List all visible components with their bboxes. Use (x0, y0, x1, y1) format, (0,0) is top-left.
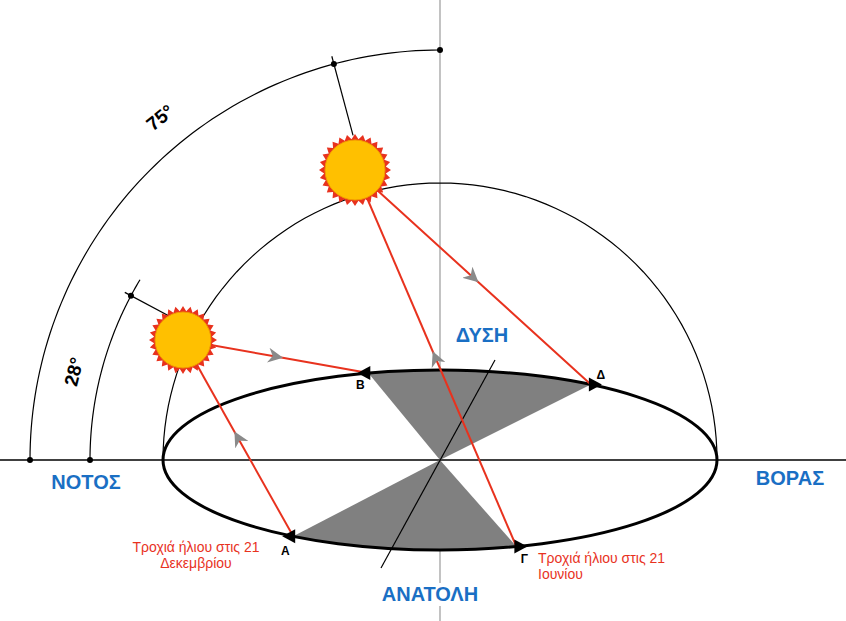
sun-symbol (149, 306, 217, 374)
direction-label: ΑΝΑΤΟΛΗ (379, 583, 481, 606)
sun-rays (149, 306, 217, 374)
point-label: Β (356, 379, 365, 393)
direction-label: ΒΟΡΑΣ (753, 467, 827, 490)
tick-dot (437, 47, 443, 53)
tick-dot (331, 61, 337, 67)
angle-label: 75° (142, 100, 178, 135)
sunrise-ray-winter (183, 340, 293, 536)
tick-dot (87, 457, 93, 463)
sun-disc (155, 312, 211, 368)
sunrise-wedge (293, 460, 516, 550)
direction-label: ΔΥΣΗ (453, 324, 511, 347)
direction-arrowhead (357, 366, 370, 380)
sunrise-ray-summer (355, 170, 516, 547)
point-label: Δ (597, 369, 606, 383)
sun-rays (319, 134, 391, 206)
direction-arrowhead (282, 529, 295, 543)
east-west-line (381, 360, 495, 568)
sunset-ray-summer (355, 170, 591, 385)
point-label: Γ (521, 553, 528, 567)
angle-arc-28 (90, 280, 140, 460)
angle-arc-75 (30, 50, 440, 460)
sunset-wedge (368, 370, 591, 460)
sun-symbol (319, 134, 391, 206)
point-label: Α (281, 545, 290, 559)
angle-tick (332, 56, 353, 135)
path-note: Τροχιά ήλιου στις 21 Δεκεμβρίου (126, 539, 266, 571)
tick-dot (27, 457, 33, 463)
sky-dome (163, 183, 717, 460)
direction-arrowhead (514, 540, 527, 554)
direction-label: ΝΟΤΟΣ (48, 471, 123, 494)
path-note: Τροχιά ήλιου στις 21 Ιουνίου (538, 550, 678, 582)
north-south-axis (0, 459, 846, 460)
horizon-ellipse (163, 370, 717, 550)
tick-dot (128, 293, 134, 299)
angle-tick (125, 292, 175, 319)
angle-label: 28° (60, 355, 88, 388)
sun-disc (325, 140, 385, 200)
